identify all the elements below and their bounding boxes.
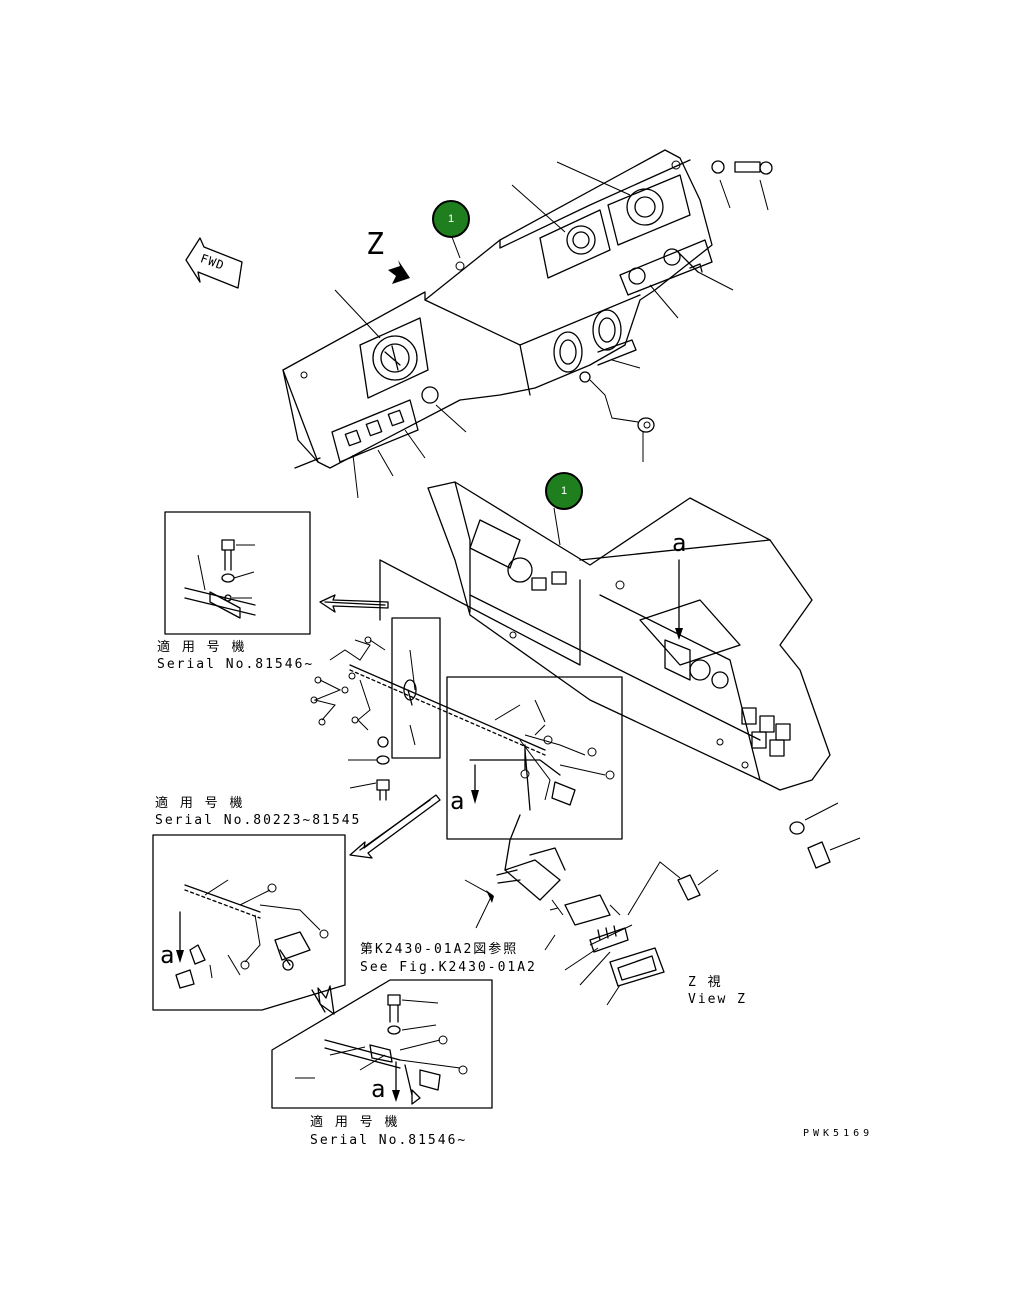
lower-panel-rear [427,481,861,869]
arrow-letter-a-harness: a [450,787,465,815]
callout-1-upper[interactable]: 1 [432,200,470,238]
applicable-note-2-en: Serial No.80223~81545 [155,813,362,828]
view-z-arrow-icon [388,260,410,284]
see-fig-ja: 第K2430-01A2図参照 [360,942,519,957]
view-z-ja: Z 視 [688,975,723,990]
wiring-harness [310,559,623,926]
view-z-parts [544,861,719,1006]
view-marker-z: Z [366,227,385,262]
arrow-letter-a-inset3: a [371,1075,386,1103]
fwd-arrow-icon [185,237,243,289]
see-fig-en: See Fig.K2430-01A2 [360,960,537,975]
applicable-note-1-ja: 適 用 号 機 [157,640,247,655]
drawing-code: PWK5169 [803,1128,874,1139]
inset-box-serial-81546-a [164,511,389,635]
upper-instrument-panel [282,149,773,499]
arrow-letter-a-panel: a [672,529,687,557]
inset-box-serial-80223-81545 [152,834,346,1015]
applicable-note-2-ja: 適 用 号 機 [155,796,245,811]
inset-box-serial-81546-b [271,979,493,1109]
applicable-note-1-en: Serial No.81546~ [157,657,315,672]
callout-1-lower[interactable]: 1 [545,472,583,510]
see-fig-leader [464,879,494,929]
applicable-note-3-en: Serial No.81546~ [310,1133,468,1148]
arrow-letter-a-inset2: a [160,941,175,969]
applicable-note-3-ja: 適 用 号 機 [310,1115,400,1130]
view-z-en: View Z [688,992,747,1007]
